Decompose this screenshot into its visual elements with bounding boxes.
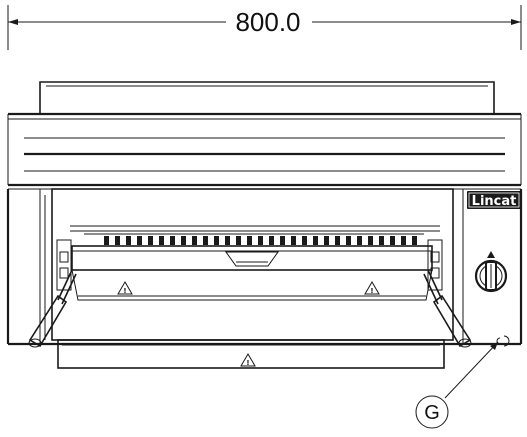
grill-cavity: [51, 188, 454, 341]
callout-label: G: [424, 402, 440, 424]
heating-element-tooth: [390, 236, 395, 245]
heating-element-tooth: [159, 236, 164, 245]
pan-center-handle: [225, 251, 279, 267]
heating-element-tooth: [247, 236, 252, 245]
warning-mark: !: [123, 287, 126, 295]
heating-element-tooth: [137, 236, 142, 245]
drip-tray: !: [57, 339, 445, 369]
heating-element-tooth: [269, 236, 274, 245]
right-support-arm: [423, 239, 472, 348]
callout-g: G: [415, 341, 499, 429]
heating-element-tooth: [170, 236, 175, 245]
dimension-label: 800.0: [235, 7, 300, 37]
heating-element-tooth: [302, 236, 307, 245]
top-hood: [7, 81, 522, 190]
control-knob[interactable]: [474, 251, 508, 293]
brand-label: Lincat: [472, 194, 517, 209]
heating-element-tooth: [104, 236, 109, 245]
warning-mark: !: [246, 359, 249, 367]
heating-element-tooth: [412, 236, 417, 245]
warning-mark: !: [370, 287, 373, 295]
brand-badge: Lincat: [467, 191, 521, 209]
heating-element-tooth: [401, 236, 406, 245]
knob-indicator-icon: [487, 251, 495, 258]
heating-element-tooth: [258, 236, 263, 245]
heating-element-tooth: [225, 236, 230, 245]
heating-element-tooth: [324, 236, 329, 245]
heating-element-tooth: [346, 236, 351, 245]
heating-element-tooth: [236, 236, 241, 245]
appliance-body: [6, 189, 523, 346]
heating-element-tooth: [203, 236, 208, 245]
heating-element-tooth: [313, 236, 318, 245]
heating-element-tooth: [335, 236, 340, 245]
heating-element-tooth: [181, 236, 186, 245]
heating-element-tooth: [291, 236, 296, 245]
heating-element-tooth: [368, 236, 373, 245]
heating-element-row: [84, 233, 424, 245]
warning-triangle-left: !: [117, 281, 133, 295]
heating-element-tooth: [148, 236, 153, 245]
heating-element-tooth: [192, 236, 197, 245]
heating-element-tooth: [379, 236, 384, 245]
dimension-arrow-right: [511, 19, 521, 25]
heating-element-tooth: [357, 236, 362, 245]
heating-element-tooth: [126, 236, 131, 245]
left-support-arm: [28, 239, 77, 348]
warning-triangle-right: !: [364, 281, 380, 295]
width-dimension: 800.0: [7, 5, 522, 50]
heating-element-tooth: [115, 236, 120, 245]
detail-point: [496, 335, 510, 347]
heating-element-tooth: [214, 236, 219, 245]
heating-element-tooth: [280, 236, 285, 245]
dimension-arrow-left: [8, 19, 18, 25]
